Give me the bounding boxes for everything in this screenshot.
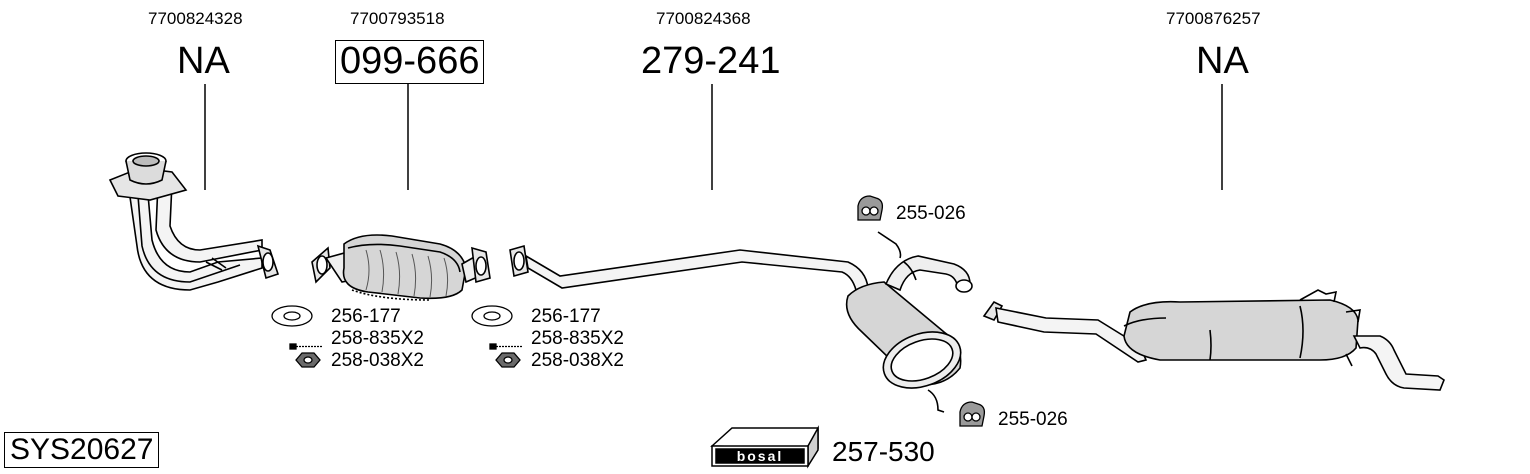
part-code[interactable]: 279-241 [641,40,781,82]
nut-icon [495,352,521,368]
oem-number: 7700793518 [350,9,445,28]
rubber-hanger-icon [959,401,986,427]
svg-text:bosal: bosal [737,448,784,464]
catalytic-converter-part[interactable] [311,234,491,301]
gasket-icon [471,305,513,327]
front-pipe-part[interactable] [108,152,280,291]
brand-code: 257-530 [832,436,935,467]
leader-lines [204,84,1223,190]
nut-code: 258-038X2 [531,350,624,371]
bolt-code: 258-835X2 [331,328,424,349]
oem-number: 7700876257 [1166,9,1261,28]
gasket-code: 256-177 [531,306,601,327]
part-code-available[interactable]: 099-666 [335,40,485,84]
part-code[interactable]: NA [177,40,230,82]
part-code[interactable]: NA [1196,40,1249,82]
nut-code: 258-038X2 [331,350,424,371]
middle-silencer-part[interactable] [509,231,973,413]
bolt-code: 258-835X2 [531,328,624,349]
gasket-icon [271,305,313,327]
gasket-code: 256-177 [331,306,401,327]
hanger-code: 255-026 [896,203,966,224]
oem-number: 7700824368 [656,9,751,28]
bosal-logo: bosal [710,425,819,469]
hanger-code: 255-026 [998,409,1068,430]
diagram-id: SYS20627 [4,432,160,468]
rear-silencer-part[interactable] [982,289,1445,391]
oem-number: 7700824328 [148,9,243,28]
bolt-icon [289,343,322,350]
nut-icon [295,352,321,368]
bolt-icon [489,343,522,350]
rubber-hanger-icon [857,195,884,221]
